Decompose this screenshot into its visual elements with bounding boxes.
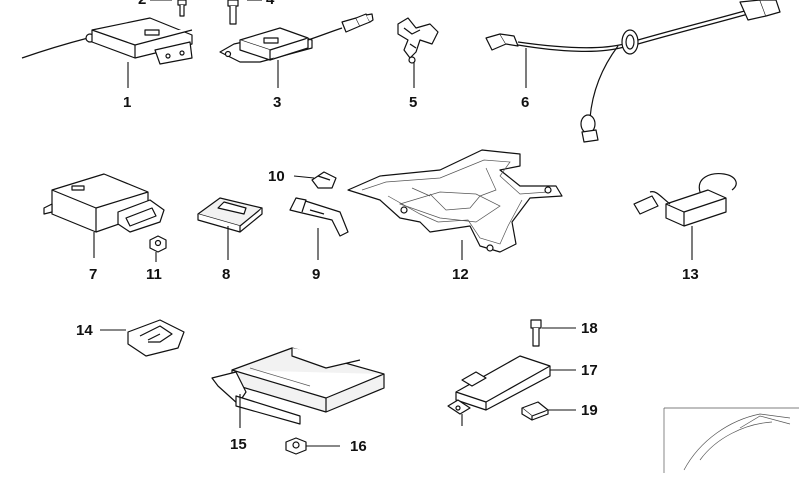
leader-lines: [93, 48, 693, 447]
label-part-15: 15: [230, 436, 247, 453]
label-part-6: 6: [521, 94, 530, 111]
label-part-19: 19: [581, 402, 598, 419]
part-14-clip: [127, 319, 185, 357]
part-1-control-unit: [21, 17, 193, 65]
car-thumbnail: [663, 407, 799, 473]
part-5-clip: [397, 17, 439, 64]
label-part-9: 9: [312, 266, 321, 283]
part-16-nut: [285, 437, 307, 455]
label-part-17: 17: [581, 362, 598, 379]
part-2-screw: [150, 0, 187, 17]
part-11-nut: [149, 235, 167, 253]
part-10-clip: [311, 171, 337, 189]
part-9-bracket: [289, 197, 349, 237]
part-8-pad: [197, 197, 263, 233]
part-19-clip: [521, 401, 549, 421]
label-part-14: 14: [76, 322, 93, 339]
label-part-8: 8: [222, 266, 231, 283]
label-part-7: 7: [89, 266, 98, 283]
part-12-mat: [347, 149, 563, 253]
label-part-1: 1: [123, 94, 132, 111]
label-part-13: 13: [682, 266, 699, 283]
part-3-module: [219, 0, 374, 63]
part-13-sensor: [633, 173, 737, 227]
label-part-4: 4: [266, 0, 274, 7]
label-part-5: 5: [409, 94, 418, 111]
part-15-module: [211, 347, 385, 425]
label-part-18: 18: [581, 320, 598, 337]
part-18-screw: [530, 319, 542, 347]
label-part-12: 12: [452, 266, 469, 283]
label-part-3: 3: [273, 94, 282, 111]
label-part-16: 16: [350, 438, 367, 455]
label-part-2: 2: [138, 0, 146, 7]
label-part-11: 11: [146, 266, 162, 283]
part-7-control-unit: [43, 173, 165, 233]
part-17-sensor: [447, 355, 551, 426]
part-6-harness: [485, 0, 781, 143]
label-part-10: 10: [268, 168, 285, 185]
